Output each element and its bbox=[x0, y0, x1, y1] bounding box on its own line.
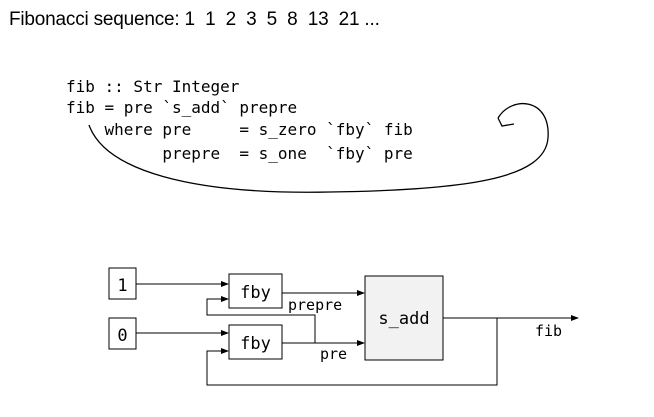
s-add-label: s_add bbox=[378, 309, 429, 329]
code-line-type-signature: fib :: Str Integer bbox=[66, 77, 240, 96]
code-line-where-pre: where pre = s_zero `fby` fib bbox=[66, 120, 413, 139]
const-zero-label: 0 bbox=[117, 326, 127, 346]
fby-bottom-box bbox=[228, 324, 283, 360]
fby-bottom-label: fby bbox=[240, 334, 271, 354]
fby-top-label: fby bbox=[240, 283, 271, 303]
fby-top-box bbox=[228, 273, 283, 309]
recursion-loop-arrowhead bbox=[497, 117, 515, 127]
wire-pre-feedback bbox=[206, 296, 316, 343]
const-one-label: 1 bbox=[117, 276, 127, 296]
wire-prepre-label: prepre bbox=[288, 296, 342, 314]
wire-fib-feedback bbox=[206, 318, 498, 386]
s-add-box bbox=[364, 275, 444, 361]
page-title: Fibonacci sequence: 1 1 2 3 5 8 13 21 ..… bbox=[9, 9, 380, 30]
recursion-loop-curve bbox=[88, 103, 549, 193]
wire-fib-label: fib bbox=[535, 322, 562, 340]
wire-pre-label: pre bbox=[320, 345, 347, 363]
code-line-definition: fib = pre `s_add` prepre bbox=[66, 98, 298, 117]
const-one-box bbox=[108, 267, 137, 300]
code-line-prepre: prepre = s_one `fby` pre bbox=[66, 144, 413, 163]
